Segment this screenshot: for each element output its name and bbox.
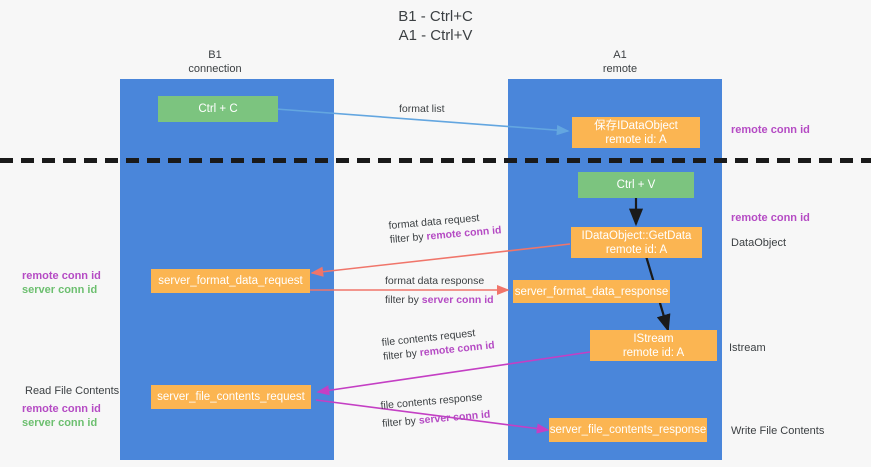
annotation-left-read-file-contents: Read File Contents [25, 385, 120, 397]
column-header-right: A1 remote [560, 48, 680, 76]
edge-label-file-contents-request: file contents request filter by remote c… [381, 324, 495, 364]
column-right-name: A1 [613, 49, 627, 61]
node-save-idataobject[interactable]: 保存IDataObject remote id: A [572, 117, 700, 148]
node-istream-line2: remote id: A [622, 346, 685, 359]
node-server-file-contents-request[interactable]: server_file_contents_request [151, 385, 311, 409]
diagram-title: B1 - Ctrl+C A1 - Ctrl+V [0, 7, 871, 45]
node-idataobject-getdata[interactable]: IDataObject::GetData remote id: A [571, 227, 702, 258]
annotation-right-dataobject: DataObject [731, 237, 787, 249]
column-header-left: B1 connection [155, 48, 275, 76]
node-server-file-contents-response-label: server_file_contents_response [549, 424, 707, 436]
annotation-right-istream: Istream [729, 342, 766, 354]
filter-prefix: filter by [389, 230, 427, 246]
phase-divider [0, 158, 871, 163]
filter-key-server-conn-id: server conn id [421, 294, 494, 306]
node-ctrl-c-label: Ctrl + C [198, 103, 238, 115]
annotation-right-remote-conn-id-top: remote conn id [731, 124, 810, 136]
edge-label-format-data-request: format data request filter by remote con… [388, 209, 502, 247]
node-server-format-data-request[interactable]: server_format_data_request [151, 269, 310, 293]
annotation-left-remote-conn-id: remote conn id [22, 270, 101, 282]
node-server-file-contents-response[interactable]: server_file_contents_response [549, 418, 707, 442]
node-server-format-data-response[interactable]: server_format_data_response [513, 280, 670, 303]
node-getdata-line1: IDataObject::GetData [581, 229, 692, 242]
annotation-right-write-file-contents: Write File Contents [731, 425, 825, 437]
node-getdata-line2: remote id: A [605, 243, 668, 256]
annotation-left-bottom-server-conn-id: server conn id [22, 417, 98, 429]
node-server-format-data-response-label: server_format_data_response [514, 285, 669, 298]
node-istream[interactable]: IStream remote id: A [590, 330, 717, 361]
node-ctrl-c[interactable]: Ctrl + C [158, 96, 278, 122]
filter-key-server-conn-id: server conn id [418, 408, 491, 427]
column-right-role: remote [602, 63, 638, 75]
node-server-format-data-request-label: server_format_data_request [158, 275, 303, 287]
title-line-2: A1 - Ctrl+V [398, 27, 473, 44]
annotation-left-server-conn-id: server conn id [22, 284, 98, 296]
annotation-left-bottom-remote-conn-id: remote conn id [22, 403, 101, 415]
filter-prefix: filter by [382, 347, 421, 363]
filter-prefix: filter by [385, 294, 422, 306]
edge-label-format-data-response: format data response filter by server co… [385, 274, 494, 307]
node-ctrl-v[interactable]: Ctrl + V [578, 172, 694, 198]
annotation-right-remote-conn-id-mid: remote conn id [731, 212, 810, 224]
node-save-idataobject-line2: remote id: A [605, 133, 667, 146]
title-line-1: B1 - Ctrl+C [398, 8, 473, 25]
column-left-role: connection [188, 63, 242, 75]
node-server-file-contents-request-label: server_file_contents_request [157, 391, 305, 403]
filter-prefix: filter by [381, 414, 420, 430]
edge-label-format-data-response-filter: filter by server conn id [385, 293, 494, 307]
node-ctrl-v-label: Ctrl + V [616, 179, 656, 191]
node-istream-line1: IStream [633, 332, 674, 345]
edge-label-file-contents-response: file contents response filter by server … [380, 390, 491, 431]
node-save-idataobject-line1: 保存IDataObject [594, 119, 678, 132]
column-left-name: B1 [208, 49, 222, 61]
edge-label-format-list: format list [399, 103, 445, 115]
edge-label-format-data-response-main: format data response [385, 275, 485, 287]
